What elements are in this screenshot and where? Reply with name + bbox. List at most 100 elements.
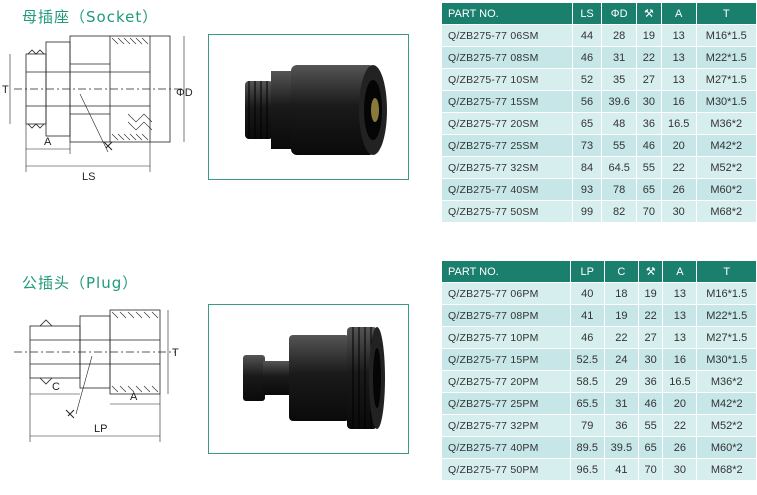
spec-cell: 41 bbox=[603, 458, 639, 481]
spec-cell: 65 bbox=[637, 436, 664, 459]
spec-cell: 29 bbox=[603, 370, 639, 393]
part-number-cell: Q/ZB275-77 10PM bbox=[441, 326, 571, 349]
spec-cell: 13 bbox=[662, 282, 698, 305]
socket-photo bbox=[208, 34, 409, 180]
part-number-cell: Q/ZB275-77 08PM bbox=[441, 304, 571, 327]
spec-cell: 30 bbox=[662, 458, 698, 481]
plug-photo bbox=[208, 304, 409, 454]
plug-dim-t: T bbox=[172, 347, 179, 359]
spec-cell: M36*2 bbox=[695, 112, 757, 135]
spec-cell: M16*1.5 bbox=[696, 282, 757, 305]
spec-cell: 99 bbox=[571, 200, 603, 223]
part-number-cell: Q/ZB275-77 06PM bbox=[441, 282, 571, 305]
spec-cell: M30*1.5 bbox=[695, 90, 757, 113]
spec-cell: 35 bbox=[601, 68, 638, 91]
spec-cell: 55 bbox=[636, 156, 662, 179]
column-header: LP bbox=[569, 260, 605, 283]
spec-cell: 22 bbox=[660, 156, 697, 179]
spec-cell: 56 bbox=[571, 90, 603, 113]
spec-cell: 30 bbox=[636, 90, 662, 113]
spec-cell: 22 bbox=[662, 414, 698, 437]
column-header: C bbox=[603, 260, 639, 283]
spec-cell: 58.5 bbox=[569, 370, 605, 393]
spec-cell: M68*2 bbox=[696, 458, 757, 481]
spec-cell: M42*2 bbox=[696, 392, 757, 415]
plug-dim-lp: LP bbox=[94, 423, 107, 435]
spec-cell: M27*1.5 bbox=[696, 326, 757, 349]
spec-cell: M68*2 bbox=[695, 200, 757, 223]
spec-cell: 22 bbox=[603, 326, 639, 349]
column-header: ⚒ bbox=[637, 260, 664, 283]
spec-cell: 19 bbox=[636, 24, 662, 47]
part-number-cell: Q/ZB275-77 50SM bbox=[441, 200, 573, 223]
spec-cell: M30*1.5 bbox=[696, 348, 757, 371]
part-number-cell: Q/ZB275-77 40SM bbox=[441, 178, 573, 201]
spec-cell: 78 bbox=[601, 178, 638, 201]
part-number-cell: Q/ZB275-77 15PM bbox=[441, 348, 571, 371]
column-header: ΦD bbox=[601, 2, 638, 25]
spec-cell: 27 bbox=[636, 68, 662, 91]
spec-cell: 89.5 bbox=[569, 436, 605, 459]
spec-cell: 20 bbox=[660, 134, 697, 157]
spec-cell: 40 bbox=[569, 282, 605, 305]
spec-cell: 30 bbox=[637, 348, 664, 371]
spec-cell: 73 bbox=[571, 134, 603, 157]
spec-cell: M42*2 bbox=[695, 134, 757, 157]
spec-cell: M36*2 bbox=[696, 370, 757, 393]
part-number-cell: Q/ZB275-77 25PM bbox=[441, 392, 571, 415]
spec-cell: 27 bbox=[637, 326, 664, 349]
spec-cell: 65 bbox=[571, 112, 603, 135]
spec-cell: 65 bbox=[636, 178, 662, 201]
spec-cell: 46 bbox=[637, 392, 664, 415]
spec-cell: 13 bbox=[662, 304, 698, 327]
part-number-cell: Q/ZB275-77 32SM bbox=[441, 156, 573, 179]
part-number-cell: Q/ZB275-77 15SM bbox=[441, 90, 573, 113]
spec-cell: 48 bbox=[601, 112, 638, 135]
spec-cell: 31 bbox=[603, 392, 639, 415]
spec-cell: 36 bbox=[637, 370, 664, 393]
socket-dim-ls: LS bbox=[82, 171, 95, 183]
spec-cell: 93 bbox=[571, 178, 603, 201]
spec-cell: 70 bbox=[637, 458, 664, 481]
part-number-cell: Q/ZB275-77 06SM bbox=[441, 24, 573, 47]
spec-cell: M27*1.5 bbox=[695, 68, 757, 91]
spec-cell: 16.5 bbox=[662, 370, 698, 393]
spec-cell: 52 bbox=[571, 68, 603, 91]
spec-cell: 41 bbox=[569, 304, 605, 327]
spec-cell: 16 bbox=[660, 90, 697, 113]
spec-cell: 39.5 bbox=[603, 436, 639, 459]
spec-cell: 46 bbox=[569, 326, 605, 349]
spec-cell: 20 bbox=[662, 392, 698, 415]
spec-cell: 96.5 bbox=[569, 458, 605, 481]
wrench-icon bbox=[103, 141, 113, 151]
spec-cell: M52*2 bbox=[696, 414, 757, 437]
spec-cell: 28 bbox=[601, 24, 638, 47]
part-number-cell: Q/ZB275-77 40PM bbox=[441, 436, 571, 459]
column-header: A bbox=[662, 260, 698, 283]
spec-cell: 18 bbox=[603, 282, 639, 305]
spec-cell: 44 bbox=[571, 24, 603, 47]
plug-technical-drawing: T C A LP bbox=[14, 309, 179, 442]
part-number-cell: Q/ZB275-77 20PM bbox=[441, 370, 571, 393]
spec-cell: 16.5 bbox=[660, 112, 697, 135]
spec-cell: 13 bbox=[660, 24, 697, 47]
part-number-cell: Q/ZB275-77 20SM bbox=[441, 112, 573, 135]
socket-technical-drawing: T ΦD A LS bbox=[2, 35, 193, 183]
spec-cell: 26 bbox=[662, 436, 698, 459]
spec-cell: 16 bbox=[662, 348, 698, 371]
spec-cell: 22 bbox=[636, 46, 662, 69]
spec-cell: 30 bbox=[660, 200, 697, 223]
